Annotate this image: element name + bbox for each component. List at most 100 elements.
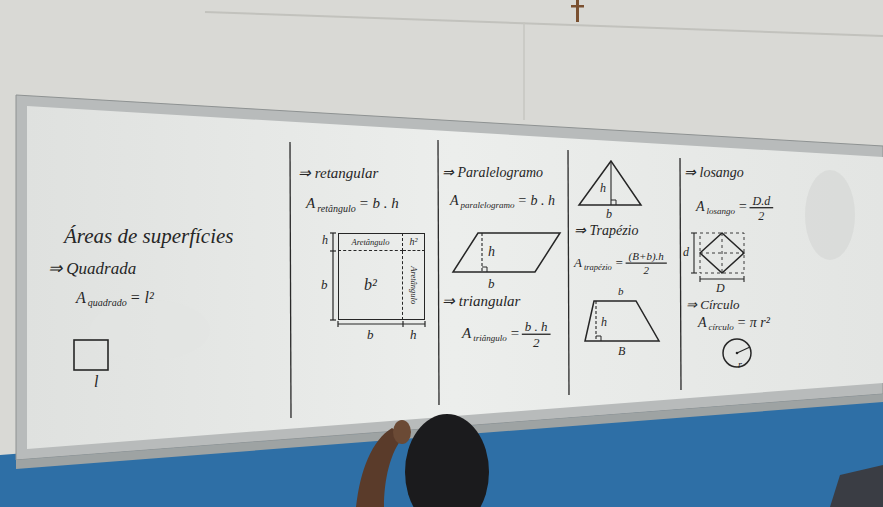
wall-cross — [576, 0, 579, 22]
formula-term: A — [450, 194, 459, 208]
dimension-label: B — [618, 345, 625, 357]
dimension-label: b — [618, 286, 624, 297]
formula-term: A — [76, 290, 86, 306]
dimension-tick — [699, 276, 700, 282]
fraction-numerator: b . h — [525, 320, 548, 333]
figure-text: r — [738, 360, 742, 370]
board-title: Áreas de superfícies — [64, 226, 234, 247]
fraction-denominator: 2 — [643, 265, 649, 276]
dimension-line — [693, 233, 694, 273]
dimension-tick — [330, 250, 336, 251]
figure-text: Aretângulo — [352, 238, 390, 247]
dimension-label: b — [321, 278, 328, 291]
dimension-label: h — [322, 234, 328, 246]
center-dot — [736, 352, 739, 355]
dimension-tick — [424, 321, 425, 327]
figure-region: Aretângulo — [338, 233, 403, 251]
dimension-label: b — [367, 328, 374, 341]
fraction-bar — [522, 334, 551, 335]
shape-outline — [584, 300, 660, 342]
rhombus-figure — [691, 233, 744, 282]
formula-term: = — [738, 200, 747, 214]
section-heading: ⇒ losango — [684, 166, 744, 180]
radius-line — [737, 347, 750, 353]
section-divider — [438, 140, 439, 405]
wall-seam — [205, 12, 883, 36]
section-divider — [568, 150, 569, 395]
shape-outline — [578, 160, 642, 206]
dimension-tick — [691, 232, 697, 233]
formula-subscript: círculo — [709, 323, 734, 332]
fraction-bar — [626, 262, 667, 263]
formula-term: = b . h — [518, 194, 555, 208]
fraction-numerator: (B+b).h — [629, 251, 664, 262]
student-head — [405, 414, 489, 507]
figure-text: h — [601, 316, 607, 328]
dimension-line — [332, 233, 333, 320]
dimension-tick — [330, 319, 336, 320]
trapezoid-figure: h — [584, 300, 660, 342]
section-divider — [290, 142, 291, 418]
student-hand — [393, 420, 411, 444]
section-heading: ⇒ Paralelogramo — [442, 166, 543, 180]
height-line — [481, 233, 482, 272]
section-heading: ⇒ Trapézio — [574, 224, 639, 238]
dimension-label: b — [488, 277, 495, 290]
triangle-figure: h — [578, 160, 642, 206]
dimension-label: b — [606, 208, 612, 220]
section-heading: ⇒ triangular — [442, 294, 520, 309]
formula-term: = b . h — [359, 196, 399, 211]
formula-term: A — [306, 196, 315, 211]
figure-text: h² — [410, 237, 418, 247]
section-heading: ⇒ Quadrada — [48, 260, 136, 277]
dimension-label: h — [410, 328, 417, 341]
height-line — [595, 301, 596, 341]
dimension-lines — [330, 233, 425, 327]
dimension-tick — [743, 276, 744, 282]
chair — [830, 465, 883, 507]
circle-outline — [723, 339, 751, 367]
formula-subscript: quadrado — [88, 298, 127, 308]
shape-outline — [585, 301, 659, 341]
dimension-tick — [337, 321, 338, 327]
dimension-label: l — [94, 374, 98, 390]
formula-term: A — [696, 200, 705, 214]
dimension-label: D — [716, 282, 725, 294]
rhombus-outline — [700, 233, 744, 273]
figure-text: b² — [364, 277, 377, 293]
figure-region: h² — [403, 233, 425, 251]
fraction-bar — [750, 207, 774, 208]
rhombus-box — [700, 233, 744, 273]
figure-text: h — [488, 245, 495, 259]
board-smudge — [805, 170, 855, 260]
fraction-numerator: D.d — [753, 195, 771, 207]
wall-seam — [523, 22, 525, 120]
formula-subscript: triângulo — [473, 334, 507, 343]
dimension-line — [700, 278, 744, 279]
formula-term: A — [462, 326, 471, 341]
figure-text: Aretângulo — [409, 266, 418, 304]
right-angle-mark — [611, 200, 616, 205]
formula-subscript: losango — [707, 207, 736, 216]
rhombus-diagonal — [722, 233, 723, 273]
square-figure — [74, 340, 108, 370]
figure-region: Aretângulo — [403, 251, 425, 320]
shape-outline — [452, 232, 562, 273]
fraction-denominator: 2 — [533, 336, 540, 349]
section-heading: ⇒ retangular — [298, 166, 378, 181]
wall-cross — [571, 5, 584, 8]
whiteboard — [27, 106, 883, 449]
dimension-line — [338, 323, 425, 324]
height-line — [610, 161, 611, 205]
section-divider — [680, 158, 681, 390]
formula-term: = — [615, 256, 624, 269]
formula-subscript: retângulo — [317, 204, 356, 214]
figure-region: b² — [338, 251, 403, 320]
right-angle-mark — [596, 336, 601, 341]
shape-outline — [722, 338, 752, 368]
section-heading: ⇒ Círculo — [686, 298, 740, 311]
formula-subscript: paralelogramo — [461, 201, 515, 210]
